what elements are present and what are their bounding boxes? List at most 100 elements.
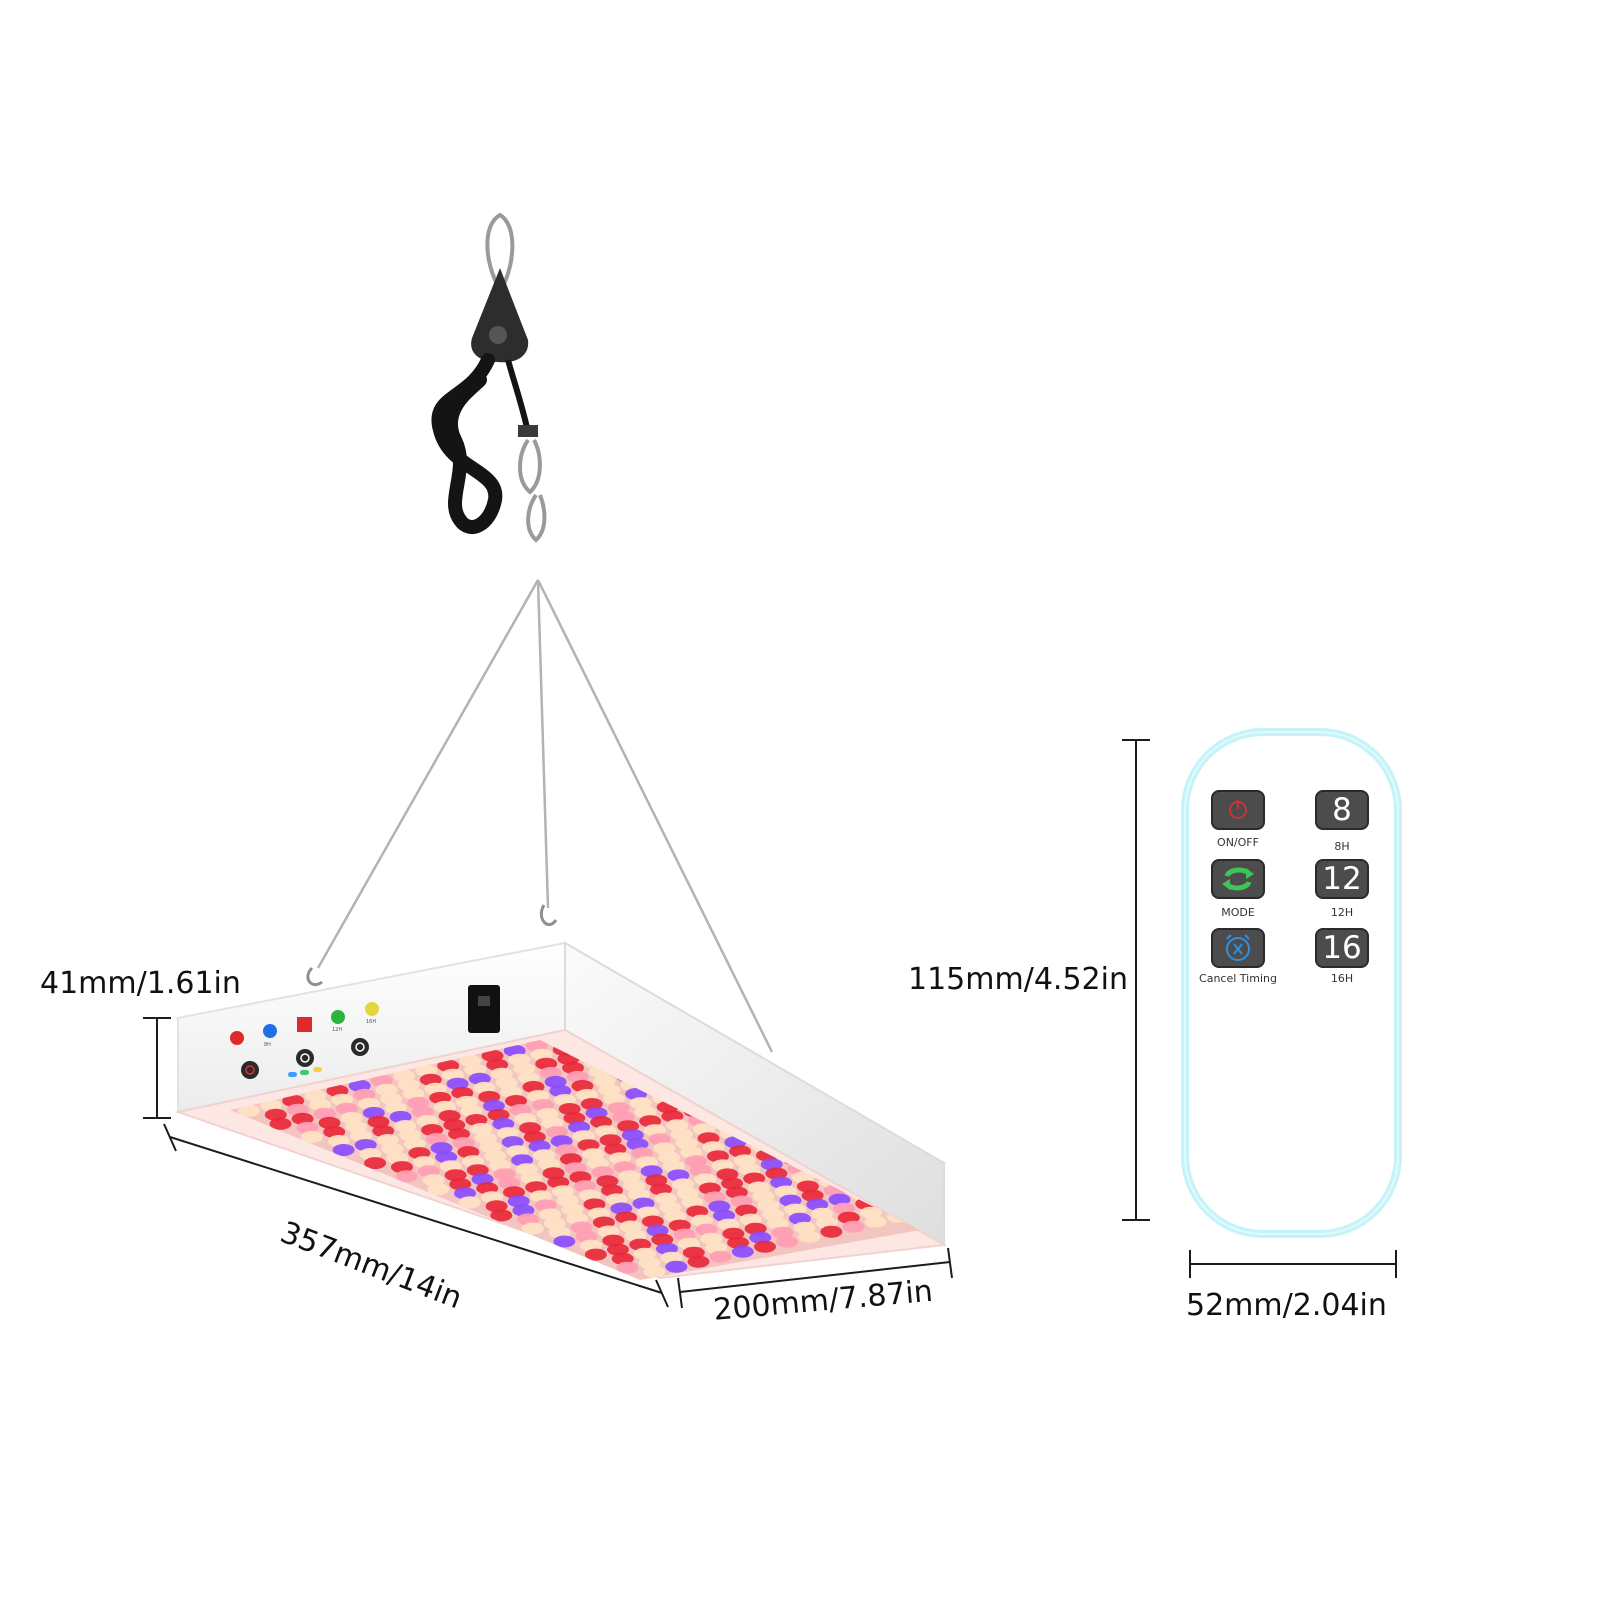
led-chip (643, 1265, 666, 1278)
led-chip (684, 1155, 707, 1168)
led-chip (697, 1132, 720, 1145)
led-chip (326, 1084, 349, 1097)
led-chip (597, 1225, 620, 1238)
led-chip (353, 1088, 376, 1101)
led-chip (452, 1137, 475, 1150)
led-chip (749, 1231, 772, 1244)
led-chip (658, 1151, 680, 1164)
led-chip (665, 1260, 688, 1273)
led-chip (386, 1152, 409, 1165)
led-chip (323, 1125, 346, 1138)
led-chip (604, 1143, 627, 1156)
led-chip (370, 1074, 393, 1087)
panel-power-button[interactable] (241, 1061, 259, 1079)
led-chip (411, 1105, 434, 1118)
led-chip (485, 1200, 508, 1213)
top-carabiner-icon (485, 212, 515, 287)
led-chip (367, 1115, 390, 1128)
led-chip (673, 1228, 696, 1241)
led-chip (490, 1067, 513, 1080)
led-chip (503, 1186, 525, 1199)
panel-mode-button[interactable] (351, 1038, 369, 1056)
led-chip (479, 1141, 502, 1154)
pulley-knob (489, 326, 507, 344)
led-chip (470, 1123, 493, 1135)
led-chip (389, 1110, 412, 1123)
led-chip (238, 1104, 260, 1117)
led-chip (348, 1079, 371, 1092)
led-chip (331, 1093, 354, 1106)
led-chip (711, 1159, 734, 1172)
led-chip (525, 1040, 548, 1052)
led-chip (752, 1190, 775, 1203)
led-chip (654, 1192, 677, 1205)
led-chip (554, 1094, 576, 1106)
led-chip (632, 1197, 655, 1210)
remote-cancel-timing-button[interactable] (1211, 928, 1265, 968)
led-chip (646, 1224, 669, 1237)
dimension-lines (143, 739, 1397, 1309)
led-chip (522, 1080, 545, 1093)
led-chip (580, 1239, 603, 1252)
led-chip (615, 1211, 638, 1224)
led-chip (482, 1100, 505, 1112)
led-chip (560, 1153, 582, 1166)
led-chip (435, 1151, 458, 1164)
led-chip (754, 1240, 776, 1253)
led-chip (548, 1226, 571, 1239)
led-chip (424, 1082, 447, 1095)
indicator-label-8h: 8H (264, 1042, 271, 1048)
grow-light-panel: 8H 12H 16H (174, 941, 948, 1280)
led-chip (381, 1143, 404, 1155)
led-chip (517, 1213, 540, 1226)
led-chip (633, 1247, 656, 1260)
led-chip (473, 1081, 496, 1094)
led-chip (419, 1073, 442, 1086)
power-switch[interactable] (468, 985, 500, 1033)
led-chip (603, 1093, 625, 1105)
led-chip (456, 1095, 478, 1108)
led-chip (676, 1187, 699, 1200)
led-chip (635, 1156, 658, 1169)
remote-8h-button[interactable]: 8 (1315, 790, 1369, 830)
led-chip (476, 1182, 499, 1195)
led-chip (512, 1204, 535, 1217)
remote-label-onoff: ON/OFF (1217, 836, 1259, 849)
power-icon (245, 1065, 255, 1075)
led-chip (757, 1199, 780, 1212)
led-chip (771, 1226, 794, 1239)
led-chip (506, 1145, 529, 1158)
power-icon (1229, 800, 1247, 819)
led-chip (596, 1175, 619, 1188)
led-chip (264, 1108, 287, 1121)
led-chip (627, 1188, 650, 1201)
led-chip (507, 1195, 530, 1208)
length-dimension-line (169, 1136, 663, 1294)
led-chip (407, 1096, 429, 1109)
remote-16h-button[interactable]: 16 (1315, 928, 1369, 968)
led-chip (788, 1212, 811, 1225)
led-chip (558, 1103, 581, 1115)
led-chip (403, 1138, 426, 1150)
led-chip (402, 1087, 425, 1100)
led-chip (744, 1222, 767, 1235)
led-chip (318, 1116, 341, 1129)
panel-timer-button[interactable] (296, 1049, 314, 1067)
remote-12h-button[interactable]: 12 (1315, 859, 1369, 899)
led-chip (501, 1136, 524, 1149)
led-chip (592, 1216, 615, 1229)
remote-mode-button[interactable] (1211, 859, 1265, 899)
led-chip (480, 1191, 503, 1204)
led-chip (616, 1261, 639, 1274)
remote-power-button[interactable] (1211, 790, 1265, 830)
led-chip (345, 1120, 368, 1133)
led-chip (811, 1207, 833, 1220)
led-chip (864, 1215, 887, 1228)
led-chip (539, 1066, 562, 1079)
led-chip (478, 1090, 501, 1103)
led-chip (497, 1127, 519, 1140)
led-chip (625, 1088, 648, 1100)
led-chip (513, 1062, 536, 1075)
led-chip (437, 1059, 460, 1072)
led-chip (659, 1201, 682, 1214)
